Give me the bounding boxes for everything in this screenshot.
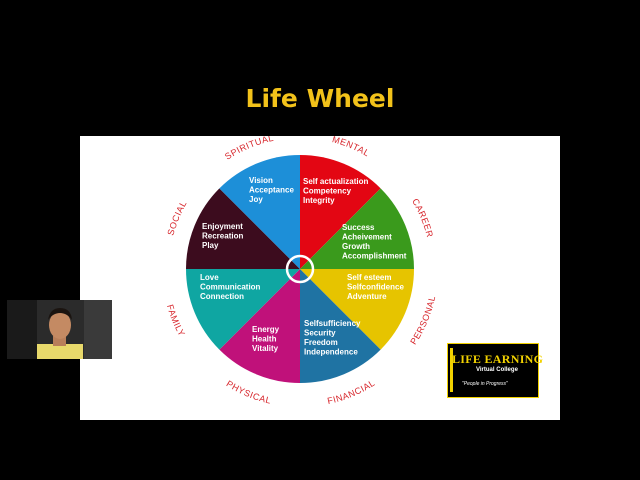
wheel-segment-spiritual <box>219 155 300 269</box>
slide-title: Life Wheel <box>245 84 395 113</box>
wheel-segment-career <box>300 188 414 269</box>
outer-label-career: CAREER <box>410 197 435 239</box>
logo-name: LIFE EARNING <box>452 352 544 366</box>
logo-subtitle: Virtual College <box>476 367 518 373</box>
webcam-background-left <box>7 300 37 359</box>
wheel-segment-mental <box>300 155 381 269</box>
wheel-segment-family <box>186 269 300 350</box>
outer-label-family: FAMILY <box>165 303 187 338</box>
person-neck <box>53 336 66 346</box>
outer-label-financial: FINANCIAL <box>326 378 376 406</box>
wheel-segment-financial <box>300 269 381 383</box>
logo-tagline: "People in Progress" <box>462 381 508 387</box>
wheel-segment-personal <box>300 269 414 350</box>
webcam-person <box>37 308 83 359</box>
person-hair <box>48 308 72 320</box>
webcam-feed <box>7 300 112 359</box>
wheel-segment-physical <box>219 269 300 383</box>
outer-label-mental: MENTAL <box>331 136 371 158</box>
person-shirt <box>37 344 83 359</box>
webcam-background-right <box>84 300 112 359</box>
outer-label-personal: PERSONAL <box>408 295 437 347</box>
wheel-segment-social <box>186 188 300 269</box>
outer-label-social: SOCIAL <box>166 199 189 237</box>
life-earning-logo: LIFE EARNING Virtual College "People in … <box>447 343 543 398</box>
outer-label-spiritual: SPIRITUAL <box>223 136 275 162</box>
wheel-center-ring <box>285 254 315 284</box>
person-face <box>49 311 71 339</box>
logo-bar <box>450 348 453 392</box>
outer-label-physical: PHYSICAL <box>225 378 273 405</box>
